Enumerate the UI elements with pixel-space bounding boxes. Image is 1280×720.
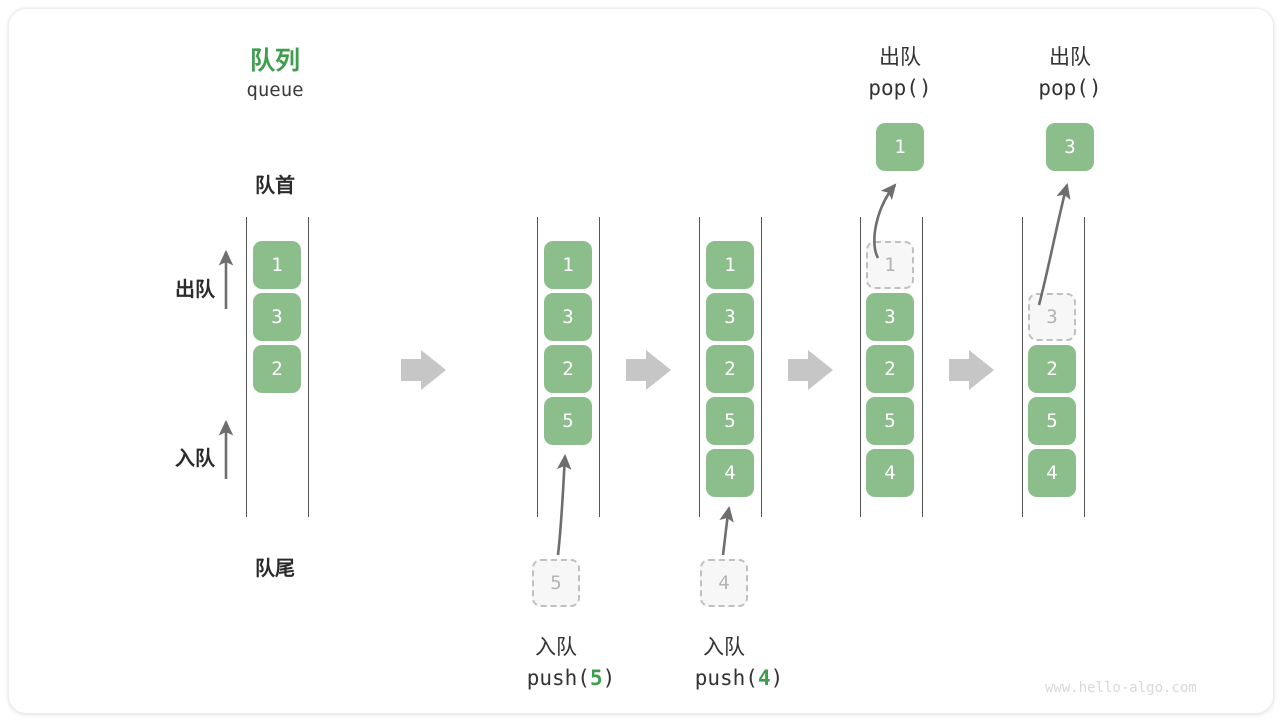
flow-arrow-1 <box>401 350 446 390</box>
cell-col1-0: 1 <box>253 241 301 289</box>
cell-col5-2: 5 <box>1028 397 1076 445</box>
rail-left-col1 <box>246 217 247 517</box>
cell-col1-2: 2 <box>253 345 301 393</box>
queue-title-cn: 队列 <box>249 47 300 75</box>
cell-col4-3: 5 <box>866 397 914 445</box>
cell-col2-2: 2 <box>544 345 592 393</box>
rail-left-col2 <box>537 217 538 517</box>
pop-header-code-2: pop() <box>1012 76 1128 100</box>
pop-code-suffix-1: ) <box>918 76 932 100</box>
cell-col3-0: 1 <box>706 241 754 289</box>
cell-col4-1: 3 <box>866 293 914 341</box>
watermark: www.hello-algo.com <box>1045 680 1197 696</box>
rail-left-col3 <box>699 217 700 517</box>
cell-col5-0-ghost: 3 <box>1028 293 1076 341</box>
cell-col2-1: 3 <box>544 293 592 341</box>
rail-left-col5 <box>1022 217 1023 517</box>
pop-code-suffix-2: ) <box>1088 76 1102 100</box>
queue-title-code: queue <box>246 79 304 101</box>
rear-label: 队尾 <box>255 558 295 580</box>
rail-right-col1 <box>308 217 309 517</box>
rail-left-col4 <box>860 217 861 517</box>
cell-col3-1: 3 <box>706 293 754 341</box>
cell-col4-2: 2 <box>866 345 914 393</box>
rail-right-col5 <box>1084 217 1085 517</box>
popped-cell-2: 3 <box>1046 123 1094 171</box>
pop-code-prefix-2: pop( <box>1038 76 1089 100</box>
push5-arrow <box>556 453 572 556</box>
rail-right-col3 <box>761 217 762 517</box>
push5-num: 5 <box>589 666 603 690</box>
cell-col2-0: 1 <box>544 241 592 289</box>
cell-col5-3: 4 <box>1028 449 1076 497</box>
cell-col3-2: 2 <box>706 345 754 393</box>
flow-arrow-2 <box>626 350 671 390</box>
flow-arrow-3 <box>788 350 833 390</box>
incoming-ghost-cell-5: 5 <box>532 559 580 607</box>
cell-col4-0-ghost: 1 <box>866 241 914 289</box>
cell-col3-3: 5 <box>706 397 754 445</box>
flow-arrow-4 <box>949 350 994 390</box>
pop-header-cn-2: 出队 <box>1049 46 1091 69</box>
cell-col3-4: 4 <box>706 449 754 497</box>
pop-code-prefix-1: pop( <box>868 76 919 100</box>
cell-col2-3: 5 <box>544 397 592 445</box>
incoming-ghost-cell-4: 4 <box>700 559 748 607</box>
cell-col4-4: 4 <box>866 449 914 497</box>
rail-right-col4 <box>922 217 923 517</box>
push5-prefix: push( <box>526 666 590 690</box>
dequeue-side-label: 出队 <box>175 279 215 301</box>
cell-col5-1: 2 <box>1028 345 1076 393</box>
enqueue-side-label: 入队 <box>175 448 215 470</box>
push5-suffix: ) <box>602 666 616 690</box>
diagram-card: 队列 queue 队首 队尾 出队 入队 出队 pop() 出队 pop() 1… <box>8 8 1274 714</box>
push4-prefix: push( <box>694 666 758 690</box>
diagram-stage: 队列 queue 队首 队尾 出队 入队 出队 pop() 出队 pop() 1… <box>9 9 1273 713</box>
push4-label-cn: 入队 <box>703 636 745 659</box>
pop3-arrow <box>1037 182 1071 306</box>
push4-label-code: push(4) <box>664 666 814 690</box>
push5-label-cn: 入队 <box>535 636 577 659</box>
rail-right-col2 <box>599 217 600 517</box>
push4-suffix: ) <box>770 666 784 690</box>
cell-col1-1: 3 <box>253 293 301 341</box>
front-label: 队首 <box>255 175 295 197</box>
pop-header-code-1: pop() <box>842 76 958 100</box>
push4-arrow <box>719 505 734 556</box>
pop-header-cn-1: 出队 <box>879 46 921 69</box>
push5-label-code: push(5) <box>496 666 646 690</box>
popped-cell-1: 1 <box>876 123 924 171</box>
push4-num: 4 <box>757 666 771 690</box>
